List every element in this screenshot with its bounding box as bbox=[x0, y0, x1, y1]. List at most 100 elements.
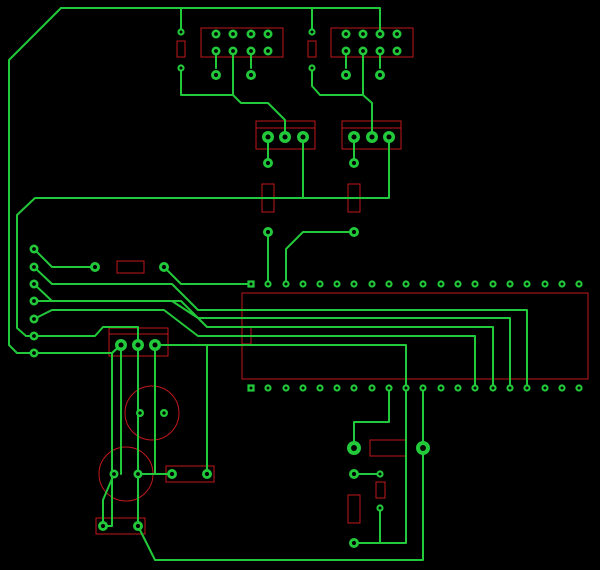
pad-hole bbox=[32, 247, 36, 251]
pad-hole bbox=[335, 282, 339, 286]
component-outline bbox=[307, 40, 317, 58]
pad-hole bbox=[248, 72, 254, 78]
copper-trace bbox=[8, 7, 62, 354]
pad-hole bbox=[112, 472, 116, 476]
pad-hole bbox=[284, 282, 288, 286]
component-outline bbox=[347, 494, 361, 524]
pad-hole bbox=[378, 49, 382, 53]
pad-hole bbox=[32, 351, 36, 355]
pad-hole bbox=[266, 49, 270, 53]
copper-trace bbox=[353, 387, 407, 544]
pad-hole bbox=[351, 134, 357, 140]
pad-hole bbox=[370, 386, 374, 390]
pad-hole bbox=[118, 342, 124, 348]
pad-hole bbox=[249, 386, 253, 390]
pad-hole bbox=[404, 386, 408, 390]
pad-hole bbox=[577, 282, 581, 286]
pad-hole bbox=[32, 299, 36, 303]
pad-hole bbox=[386, 134, 392, 140]
pad-hole bbox=[92, 264, 98, 270]
pad-hole bbox=[351, 471, 357, 477]
copper-trace bbox=[102, 473, 115, 527]
pad-hole bbox=[265, 229, 271, 235]
pad-hole bbox=[387, 282, 391, 286]
pad-hole bbox=[32, 265, 36, 269]
pad-hole bbox=[351, 445, 357, 451]
copper-trace bbox=[33, 326, 139, 346]
pad-hole bbox=[249, 282, 253, 286]
pad-hole bbox=[361, 32, 365, 36]
capacitor-outline bbox=[124, 385, 180, 441]
copper-trace bbox=[311, 67, 373, 138]
pad-hole bbox=[266, 282, 270, 286]
pad-hole bbox=[370, 282, 374, 286]
pad-hole bbox=[301, 386, 305, 390]
pad-hole bbox=[560, 282, 564, 286]
pad-hole bbox=[508, 282, 512, 286]
copper-trace bbox=[33, 309, 476, 389]
pad-hole bbox=[473, 282, 477, 286]
pad-hole bbox=[439, 282, 443, 286]
pad-hole bbox=[456, 386, 460, 390]
pad-hole bbox=[361, 49, 365, 53]
pad-hole bbox=[525, 282, 529, 286]
pad-hole bbox=[395, 32, 399, 36]
pad-hole bbox=[284, 386, 288, 390]
pad-hole bbox=[473, 386, 477, 390]
pad-hole bbox=[508, 386, 512, 390]
copper-trace bbox=[285, 231, 355, 285]
pad-hole bbox=[351, 540, 357, 546]
pad-hole bbox=[421, 282, 425, 286]
pad-hole bbox=[577, 386, 581, 390]
copper-trace bbox=[163, 266, 252, 285]
copper-trace bbox=[33, 283, 511, 389]
pad-hole bbox=[100, 523, 106, 529]
pad-hole bbox=[249, 49, 253, 53]
copper-trace bbox=[137, 447, 424, 561]
pad-hole bbox=[456, 282, 460, 286]
pad-hole bbox=[138, 411, 142, 415]
pad-hole bbox=[32, 317, 36, 321]
copper-trace bbox=[33, 266, 528, 389]
copper-trace bbox=[33, 248, 96, 268]
pad-hole bbox=[300, 134, 306, 140]
component-outline bbox=[176, 40, 186, 58]
pad-hole bbox=[318, 386, 322, 390]
pad-hole bbox=[310, 30, 314, 34]
copper-trace bbox=[33, 300, 494, 389]
pad-hole bbox=[310, 66, 314, 70]
pad-hole bbox=[387, 386, 391, 390]
pad-hole bbox=[204, 471, 210, 477]
pad-hole bbox=[266, 386, 270, 390]
pad-hole bbox=[343, 72, 349, 78]
pad-hole bbox=[543, 282, 547, 286]
pad-hole bbox=[161, 264, 167, 270]
trace-layer bbox=[8, 7, 528, 561]
pad-hole bbox=[351, 229, 357, 235]
pad-hole bbox=[135, 523, 141, 529]
pad-hole bbox=[152, 342, 158, 348]
pad-hole bbox=[179, 30, 183, 34]
component-outline bbox=[116, 260, 145, 274]
pad-hole bbox=[543, 386, 547, 390]
pad-hole bbox=[439, 386, 443, 390]
pad-hole bbox=[352, 386, 356, 390]
pad-hole bbox=[32, 334, 36, 338]
pad-hole bbox=[169, 471, 175, 477]
pad-hole bbox=[491, 386, 495, 390]
pad-layer bbox=[29, 28, 583, 548]
copper-trace bbox=[180, 67, 286, 138]
pad-hole bbox=[32, 282, 36, 286]
component-outline bbox=[330, 27, 414, 58]
copper-trace bbox=[154, 344, 407, 389]
pad-hole bbox=[378, 472, 382, 476]
component-outline bbox=[375, 481, 386, 499]
pad-hole bbox=[351, 160, 357, 166]
pad-hole bbox=[265, 160, 271, 166]
pad-hole bbox=[560, 386, 564, 390]
pad-hole bbox=[420, 445, 426, 451]
pad-hole bbox=[231, 49, 235, 53]
pad-hole bbox=[162, 411, 166, 415]
pad-hole bbox=[369, 134, 375, 140]
